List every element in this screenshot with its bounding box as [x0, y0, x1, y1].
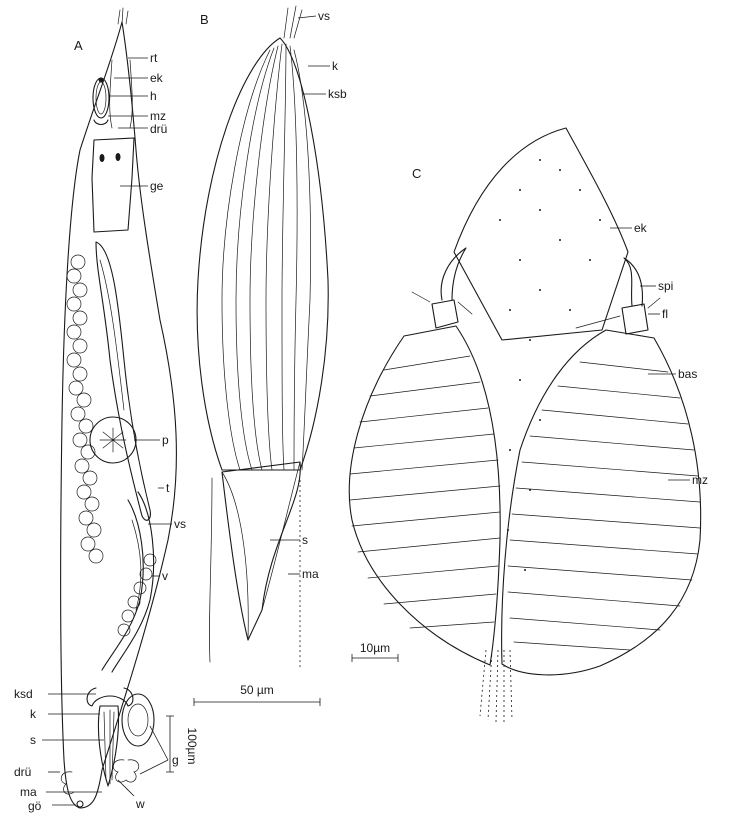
label-ek-a: ek	[150, 71, 164, 85]
leader-lines	[42, 15, 690, 806]
panel-c-drawing	[348, 127, 702, 723]
scale-bar-b-label: 50 µm	[240, 683, 274, 697]
label-vs-a: vs	[174, 517, 186, 531]
label-g: g	[172, 753, 179, 767]
label-w: w	[135, 797, 145, 811]
label-h: h	[150, 89, 157, 103]
label-p: p	[162, 433, 169, 447]
label-mz-a: mz	[150, 109, 166, 123]
label-ksb: ksb	[328, 87, 347, 101]
label-go: gö	[28, 799, 42, 813]
label-v: v	[162, 569, 168, 583]
label-vs-b: vs	[318, 9, 330, 23]
panel-b-drawing	[196, 5, 329, 670]
label-mz-c: mz	[692, 473, 708, 487]
scale-bar-a: 100µm	[166, 715, 199, 773]
panel-label-c: C	[412, 166, 421, 181]
label-ge: ge	[150, 179, 164, 193]
label-k-a: k	[30, 707, 37, 721]
scale-bar-b: 50 µm	[193, 683, 321, 706]
label-ma-b: ma	[302, 567, 319, 581]
panel-label-a: A	[74, 38, 83, 53]
label-k-b: k	[332, 59, 339, 73]
label-spi: spi	[658, 279, 673, 293]
label-ek-c: ek	[634, 221, 648, 235]
label-t: t	[166, 481, 170, 495]
label-s-b: s	[302, 533, 308, 547]
label-ma-a: ma	[20, 785, 37, 799]
label-ksd: ksd	[14, 687, 33, 701]
label-bas: bas	[678, 367, 697, 381]
label-s-a: s	[30, 733, 36, 747]
label-rt: rt	[150, 51, 158, 65]
label-fl: fl	[662, 307, 668, 321]
scale-bar-c: 10µm	[351, 641, 399, 662]
label-dru-upper: drü	[150, 122, 167, 136]
label-dru-lower: drü	[14, 765, 31, 779]
scale-bar-a-label: 100µm	[185, 728, 199, 765]
panel-a-drawing	[60, 7, 177, 809]
panel-label-b: B	[200, 12, 209, 27]
scale-bar-c-label: 10µm	[360, 641, 390, 655]
